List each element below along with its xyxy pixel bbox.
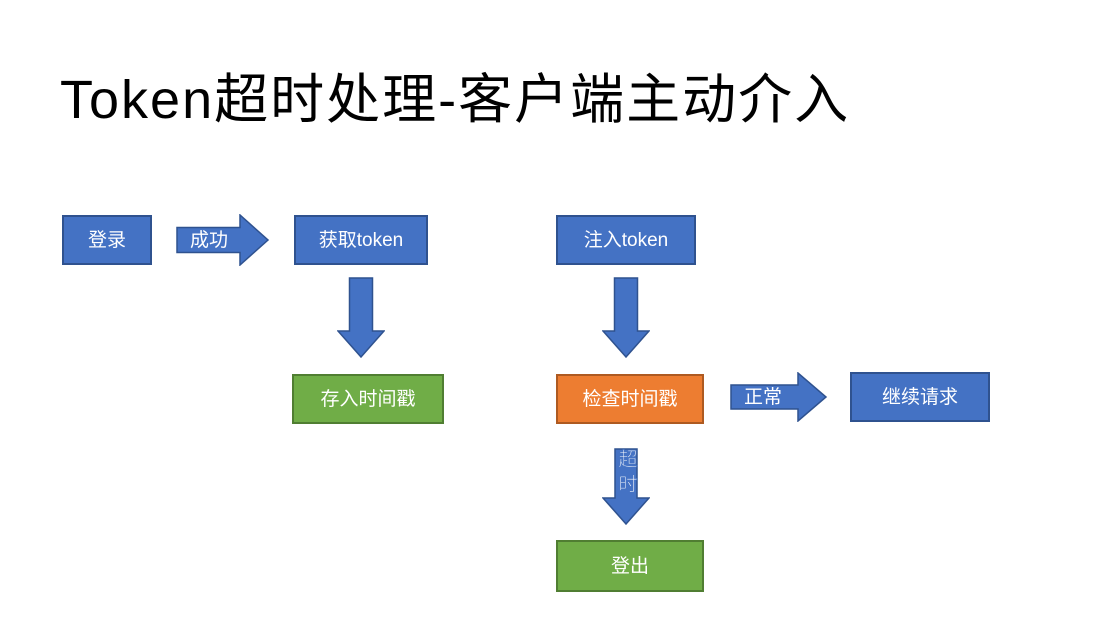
- node-store-timestamp: 存入时间戳: [292, 374, 444, 424]
- arrow-success: 成功: [176, 214, 270, 266]
- node-continue-request: 继续请求: [850, 372, 990, 422]
- down-arrow-icon: [602, 448, 650, 526]
- node-logout: 登出: [556, 540, 704, 592]
- arrow-timeout: 超时: [602, 448, 650, 526]
- node-inject-token: 注入token: [556, 215, 696, 265]
- node-label: 获取token: [318, 229, 404, 251]
- arrow-label: 成功: [189, 229, 228, 251]
- node-label: 登录: [87, 229, 126, 251]
- down-arrow-icon: [337, 277, 385, 359]
- node-label: 检查时间戳: [582, 388, 678, 410]
- right-arrow-icon: [176, 214, 270, 266]
- node-label: 注入token: [583, 229, 669, 251]
- arrow-label: 正常: [743, 386, 782, 408]
- node-label: 登出: [610, 555, 649, 577]
- node-get-token: 获取token: [294, 215, 428, 265]
- right-arrow-icon: [730, 372, 828, 422]
- node-label: 继续请求: [881, 386, 958, 408]
- arrow-normal: 正常: [730, 372, 828, 422]
- arrow-down-1: [337, 277, 385, 359]
- node-check-timestamp: 检查时间戳: [556, 374, 704, 424]
- arrow-label: 超时: [615, 449, 637, 500]
- down-arrow-icon: [602, 277, 650, 359]
- slide-title: Token超时处理-客户端主动介入: [60, 70, 851, 130]
- node-label: 存入时间戳: [320, 388, 416, 410]
- node-login: 登录: [62, 215, 152, 265]
- arrow-down-2: [602, 277, 650, 359]
